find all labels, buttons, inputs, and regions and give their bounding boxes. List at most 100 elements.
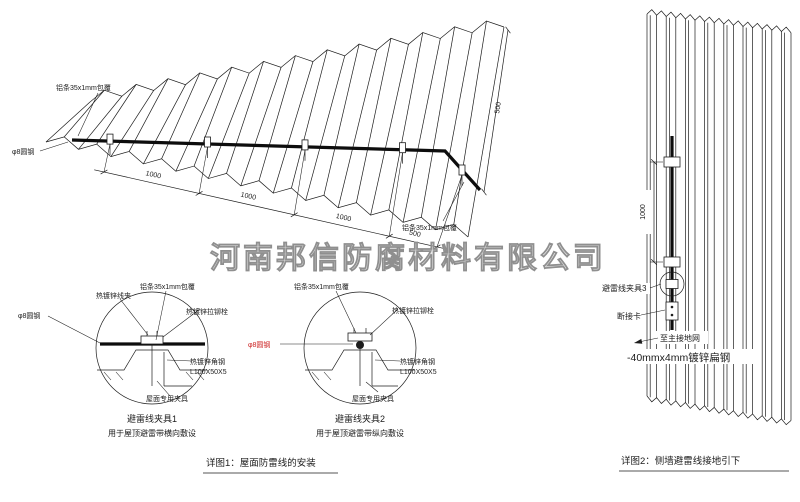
wall-clamp xyxy=(663,156,681,168)
dimension-tick xyxy=(505,26,511,34)
wire-clamps xyxy=(106,133,466,186)
label-roof-clamp: 屋面专用夹具 xyxy=(352,394,394,403)
extension-line xyxy=(389,152,403,237)
roof-ridge-line xyxy=(226,61,264,174)
label-round-steel: φ8圆钢 xyxy=(248,340,270,349)
leader-line xyxy=(442,181,465,222)
leader-line xyxy=(119,298,149,336)
dim-label-1000: 1000 xyxy=(145,170,162,180)
roof-valley-line xyxy=(337,49,377,208)
hatch-line xyxy=(323,371,332,381)
roof-valley-line xyxy=(435,32,473,230)
extension-line xyxy=(436,174,463,247)
wall-top-profile xyxy=(646,9,792,33)
roof-isometric-view: 1000 1000 1000 500 500 铝条35x1mm包覆 φ8圆钢 铝… xyxy=(12,20,511,250)
detail-circle-1: 热镀锌线夹 铝条35x1mm包覆 热镀锌拉铆栓 φ8圆钢 热镀锌角钢 L100X… xyxy=(18,282,228,438)
wire-clamp xyxy=(106,133,114,145)
wire-cross-section xyxy=(356,341,364,349)
dim-label-1000-vertical: 1000 xyxy=(640,204,647,220)
wire-clamp xyxy=(204,136,211,148)
label-disconnect: 断接卡 xyxy=(617,311,641,321)
detail-circle-2: 铝条35x1mm包覆 热镀锌拉铆栓 φ8圆钢 热镀锌角钢 L100X50X5 屋… xyxy=(248,282,437,438)
roof-ridge-line xyxy=(420,26,455,218)
roof-ridge-line xyxy=(453,20,487,225)
label-rivet: 热镀锌拉铆栓 xyxy=(186,307,228,316)
label-alu-strip-top: 铝条35x1mm包覆 xyxy=(56,83,111,92)
roof-valley-line xyxy=(110,90,154,157)
roof-valley-line xyxy=(272,61,314,194)
detail-2-subtitle: 用于屋顶避雷带纵向敷设 xyxy=(316,428,404,438)
label-angle-size: L100X50X5 xyxy=(190,369,227,376)
leader-line xyxy=(162,308,201,338)
label-mask xyxy=(600,283,650,294)
label-alu-strip: 铝条35x1mm包覆 xyxy=(140,282,195,291)
roof-corrugations xyxy=(45,20,505,238)
detail-1-subtitle: 用于屋顶避雷带横向敷设 xyxy=(108,428,196,438)
dimension-tick xyxy=(385,233,393,239)
detail-balloon-circle xyxy=(95,291,209,405)
label-angle-steel: 热镀锌角钢 xyxy=(190,357,225,366)
label-round-steel: φ8圆钢 xyxy=(12,147,34,156)
dim-label-500-right: 500 xyxy=(494,101,503,114)
label-flat-steel: -40mmx4mm镀锌扁钢 xyxy=(627,351,730,364)
dimension-line xyxy=(94,169,445,250)
wire-clip-plate xyxy=(347,332,373,342)
roof-ridge-line xyxy=(96,84,137,145)
roof-ridge-line xyxy=(128,78,169,152)
leader-line xyxy=(374,359,401,362)
label-round-steel: φ8圆钢 xyxy=(18,311,40,320)
label-wire-clip: 热镀锌线夹 xyxy=(96,291,131,300)
hatch-line xyxy=(103,371,112,381)
dimension-tick xyxy=(481,188,487,196)
extension-line xyxy=(198,146,208,194)
ground-arrow-line xyxy=(640,337,659,342)
wall-elevation-view: 1000 避雷线夹具3 断接卡 至主接地网 -40mmx4mm镀锌扁钢 xyxy=(600,9,792,426)
dimension-line-right xyxy=(483,29,509,193)
label-mask xyxy=(654,331,708,344)
dim-label-1000: 1000 xyxy=(335,213,352,223)
roof-valley-line xyxy=(467,26,505,238)
ground-arrowhead xyxy=(634,338,643,344)
label-alu-strip: 铝条35x1mm包覆 xyxy=(294,282,349,291)
leader-line xyxy=(369,308,399,336)
disconnect-link xyxy=(665,301,679,321)
dim-label-500: 500 xyxy=(408,230,421,239)
roof-ridge-line xyxy=(388,32,424,210)
bolt-dot xyxy=(670,313,674,317)
leader-line xyxy=(156,380,171,397)
watermark-text: 河南邦信防腐材料有限公司 xyxy=(210,242,606,275)
detail-2-title: 避雷线夹具2 xyxy=(335,413,385,424)
wire-clamp xyxy=(399,142,406,154)
roof-ridge-line xyxy=(323,43,360,196)
dim-label-1000: 1000 xyxy=(240,192,257,202)
wall-bottom-profile xyxy=(646,395,792,426)
detail-balloon-circle xyxy=(303,291,417,405)
caption-figure-2: 详图2：侧墙避雷线接地引下 xyxy=(621,455,740,467)
dimension-tick xyxy=(290,212,298,218)
label-to-ground: 至主接地网 xyxy=(660,333,700,343)
roof-valley-line xyxy=(143,84,186,165)
roof-valley-line xyxy=(370,44,409,216)
roof-valley-line xyxy=(305,55,346,201)
hatch-line xyxy=(311,371,320,381)
wire-clamp xyxy=(301,139,309,151)
leader-line xyxy=(77,92,99,137)
leader-line xyxy=(39,141,69,152)
wire-clamp xyxy=(458,164,466,176)
leader-line xyxy=(47,315,101,344)
hatch-line xyxy=(115,371,124,381)
roof-valley-line xyxy=(402,38,441,223)
label-alu-strip-right: 铝条35x1mm包覆 xyxy=(402,223,457,232)
clamp-detail-balloon xyxy=(659,271,685,297)
label-angle-steel: 热镀锌角钢 xyxy=(400,357,435,366)
roof-ridge-line xyxy=(193,67,233,167)
dimension-tick xyxy=(195,191,203,196)
label-mask xyxy=(639,190,651,234)
leader-line xyxy=(640,309,666,316)
leader-line xyxy=(166,359,193,362)
wall-clamp xyxy=(663,256,681,268)
dimension-tick xyxy=(650,158,658,166)
label-mask xyxy=(626,349,754,364)
